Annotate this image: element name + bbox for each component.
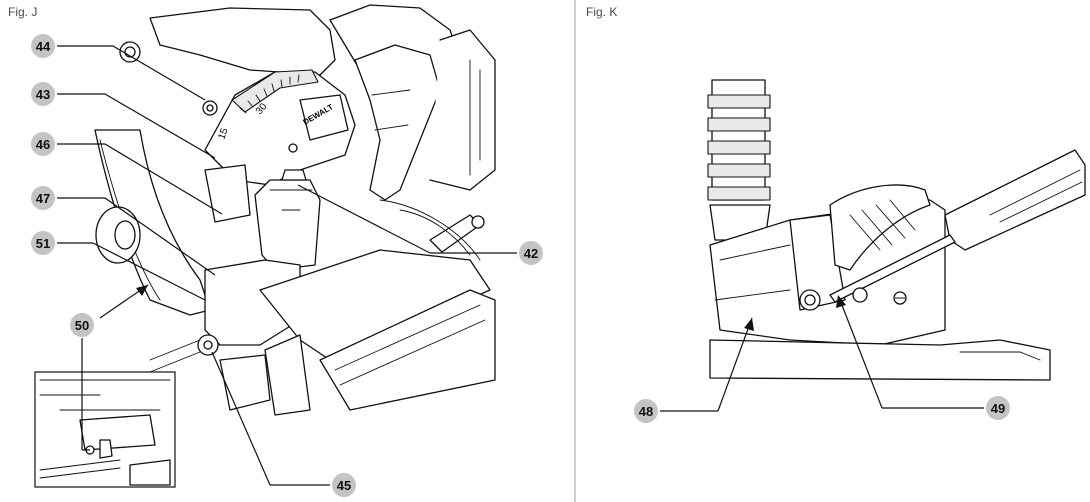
scale-label-15: 15 (216, 126, 230, 141)
svg-text:42: 42 (524, 246, 538, 261)
svg-text:46: 46 (36, 137, 50, 152)
svg-text:51: 51 (36, 236, 50, 251)
figure-k: Fig. K (586, 5, 1086, 423)
figure-k-title: Fig. K (586, 5, 617, 19)
bevel-adjust-drawing (707, 79, 1086, 381)
callout-49: 49 (836, 295, 1010, 420)
inset-detail (34, 371, 176, 488)
callout-50: 50 (70, 284, 149, 451)
svg-text:44: 44 (36, 39, 51, 54)
svg-text:49: 49 (991, 401, 1005, 416)
callout-43: 43 (31, 82, 216, 159)
svg-text:50: 50 (75, 318, 89, 333)
callout-51: 51 (31, 231, 206, 301)
miter-saw-drawing: 15 30 DEWALT (94, 4, 496, 416)
svg-text:48: 48 (639, 404, 653, 419)
callout-47: 47 (31, 186, 216, 276)
callout-44: 44 (31, 34, 206, 101)
svg-text:45: 45 (337, 478, 351, 493)
figure-j: Fig. J 15 30 DEWALT (8, 4, 543, 497)
svg-text:43: 43 (36, 87, 50, 102)
svg-text:47: 47 (36, 191, 50, 206)
callout-46: 46 (31, 132, 223, 215)
callout-48: 48 (634, 317, 754, 423)
callout-42: 42 (297, 184, 543, 265)
figure-j-title: Fig. J (8, 5, 37, 19)
callout-45: 45 (211, 351, 356, 497)
